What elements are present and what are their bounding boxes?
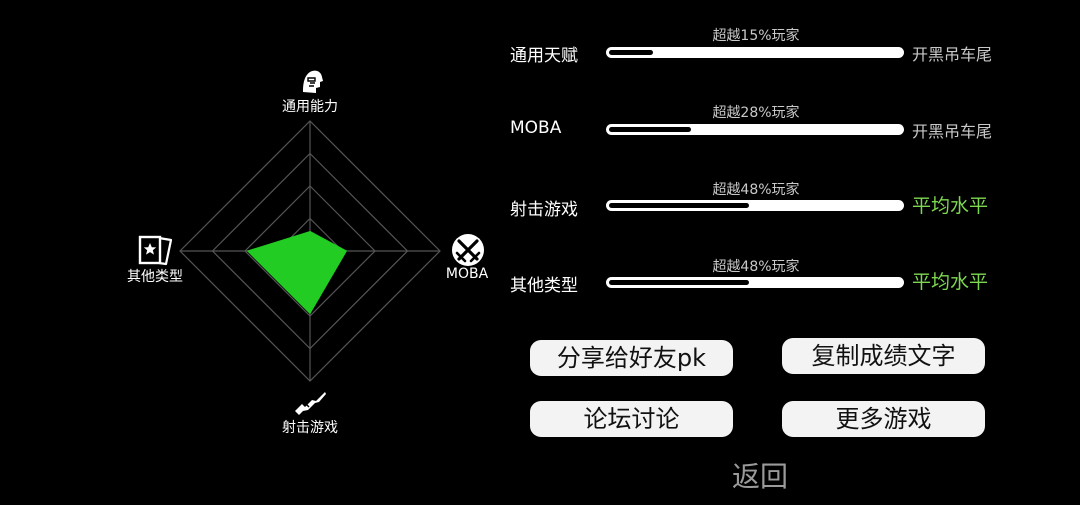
share-pk-button[interactable]: 分享给好友pk [530, 340, 733, 376]
more-games-button[interactable]: 更多游戏 [782, 401, 985, 437]
stat-progress-bar [606, 47, 904, 58]
stat-level: 平均水平 [912, 195, 989, 217]
stat-progress-bar [606, 200, 904, 211]
stat-label: MOBA [510, 118, 562, 138]
stat-label: 射击游戏 [510, 200, 578, 220]
radar-value-shape [246, 230, 348, 315]
radar-axis-label-moba: MOBA [445, 266, 489, 282]
stat-label: 通用天赋 [510, 46, 578, 66]
stat-level: 开黑吊车尾 [912, 122, 993, 141]
rifle-icon [295, 392, 326, 415]
forum-button[interactable]: 论坛讨论 [530, 401, 733, 437]
stat-percent-text: 超越15%玩家 [712, 28, 800, 44]
stat-level: 开黑吊车尾 [912, 45, 993, 64]
stat-progress-bar [606, 124, 904, 135]
stat-progress-fill [609, 50, 653, 55]
stat-progress-fill [609, 127, 691, 132]
stat-percent-text: 超越28%玩家 [712, 105, 800, 121]
stat-percent-text: 超越48%玩家 [712, 259, 800, 275]
stat-level: 平均水平 [912, 271, 989, 293]
stat-progress-bar [606, 277, 904, 288]
back-button[interactable]: 返回 [731, 460, 788, 493]
head-profile-icon [303, 70, 323, 93]
stat-progress-fill [609, 280, 750, 285]
copy-results-button[interactable]: 复制成绩文字 [782, 338, 985, 374]
radar-axis-label-general: 通用能力 [282, 99, 338, 115]
radar-chart [179, 120, 441, 382]
stat-label: 其他类型 [510, 276, 578, 296]
radar-axis-label-other: 其他类型 [127, 269, 183, 285]
crossed-swords-icon [452, 234, 484, 266]
star-cards-icon [138, 235, 173, 266]
stat-percent-text: 超越48%玩家 [712, 182, 800, 198]
stat-progress-fill [609, 203, 750, 208]
radar-axis-label-shooting: 射击游戏 [282, 420, 338, 436]
